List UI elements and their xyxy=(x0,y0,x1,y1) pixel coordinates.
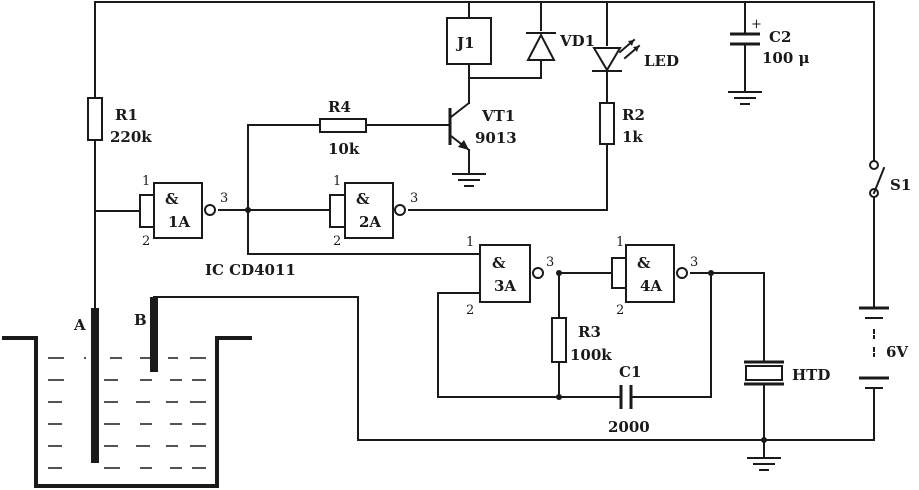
gate2a-id: 2A xyxy=(359,213,381,231)
resistor-r1: R1 220k xyxy=(87,97,152,146)
junctions xyxy=(245,207,767,443)
r3-label: R3 xyxy=(578,323,601,341)
gate4a-pin1: 1 xyxy=(616,235,624,250)
water-tank: A B xyxy=(2,297,252,488)
capacitor-c2: + C2 100 μ xyxy=(730,17,810,67)
c2-plus: + xyxy=(751,17,762,32)
c1-label: C1 xyxy=(619,363,641,381)
htd-label: HTD xyxy=(792,366,830,384)
vt1-label: VT1 xyxy=(481,107,515,125)
battery-6v: 6V xyxy=(859,306,908,389)
r3-value: 100k xyxy=(570,346,612,364)
gate3a-pin1: 1 xyxy=(466,235,474,250)
gate1a-pin1: 1 xyxy=(142,174,150,189)
gate3a-symbol: & xyxy=(492,254,506,272)
buzzer-htd: HTD xyxy=(744,360,830,386)
resistor-r2: R2 1k xyxy=(599,102,645,146)
gate2a-output-wire xyxy=(408,143,608,211)
r4-label: R4 xyxy=(328,98,351,116)
vt1-value: 9013 xyxy=(475,129,517,147)
probe-a-label: A xyxy=(73,316,86,334)
led: LED xyxy=(592,38,679,72)
wires xyxy=(94,1,875,459)
r3-bottom-wire xyxy=(558,361,622,398)
diode-vd1: VD1 xyxy=(526,32,595,61)
led-label: LED xyxy=(644,52,679,70)
s1-label: S1 xyxy=(890,176,911,194)
gate4a-symbol: & xyxy=(637,254,651,272)
gate2a-pin1: 1 xyxy=(333,174,341,189)
ground-vt1 xyxy=(452,173,486,187)
water-level-marks xyxy=(48,357,206,469)
nand-gate-4a: & 4A 1 2 3 xyxy=(611,235,698,318)
gate1a-symbol: & xyxy=(165,190,179,208)
battery-value: 6V xyxy=(886,343,908,361)
r2-value: 1k xyxy=(622,128,643,146)
gate2a-pin3: 3 xyxy=(410,191,418,206)
gate4a-pin2: 2 xyxy=(616,303,624,318)
r1-value: 220k xyxy=(110,128,152,146)
gate4a-pin3: 3 xyxy=(690,255,698,270)
nand-gate-1a: & 1A 1 2 3 xyxy=(139,174,228,249)
gate3a-pin2: 2 xyxy=(466,303,474,318)
relay-j1: J1 xyxy=(446,17,492,65)
gate1a-pin3: 3 xyxy=(220,191,228,206)
resistor-r3: R3 100k xyxy=(551,317,612,364)
probe-b xyxy=(150,297,158,372)
r2-label: R2 xyxy=(622,106,645,124)
top-rail xyxy=(94,1,875,161)
probe-a xyxy=(91,308,99,463)
j1-bottom-wire xyxy=(468,61,542,79)
c2-label: C2 xyxy=(769,28,791,46)
probe-b-label: B xyxy=(134,311,147,329)
ic-label: IC CD4011 xyxy=(205,261,296,279)
transistor-vt1: VT1 9013 xyxy=(448,101,517,152)
gate2a-pin2: 2 xyxy=(333,234,341,249)
capacitor-c1: C1 2000 xyxy=(608,363,650,436)
gate3a-in2-loop xyxy=(437,292,560,398)
gate1a-id: 1A xyxy=(168,213,190,231)
nand-gate-3a: & 3A 1 2 3 xyxy=(466,235,554,318)
c1-right-wire xyxy=(630,272,712,398)
vd1-label: VD1 xyxy=(559,32,595,50)
c1-value: 2000 xyxy=(608,418,650,436)
c2-value: 100 μ xyxy=(762,49,810,67)
gate1a-pin2: 2 xyxy=(142,234,150,249)
gate3a-pin3: 3 xyxy=(546,255,554,270)
switch-s1: S1 xyxy=(869,160,911,198)
resistor-r4: R4 10k xyxy=(319,98,367,158)
gate2a-symbol: & xyxy=(356,190,370,208)
nand-gate-2a: & 2A 1 2 3 xyxy=(329,174,418,249)
htd-top-wire xyxy=(710,272,765,363)
r1-label: R1 xyxy=(115,106,138,124)
gate4a-id: 4A xyxy=(640,277,662,295)
r4-value: 10k xyxy=(328,140,360,158)
probe-b-wire xyxy=(153,296,359,441)
ground-c2 xyxy=(728,91,762,105)
gate3a-id: 3A xyxy=(494,277,516,295)
ground-bottom xyxy=(747,457,781,471)
j1-label: J1 xyxy=(455,34,475,52)
